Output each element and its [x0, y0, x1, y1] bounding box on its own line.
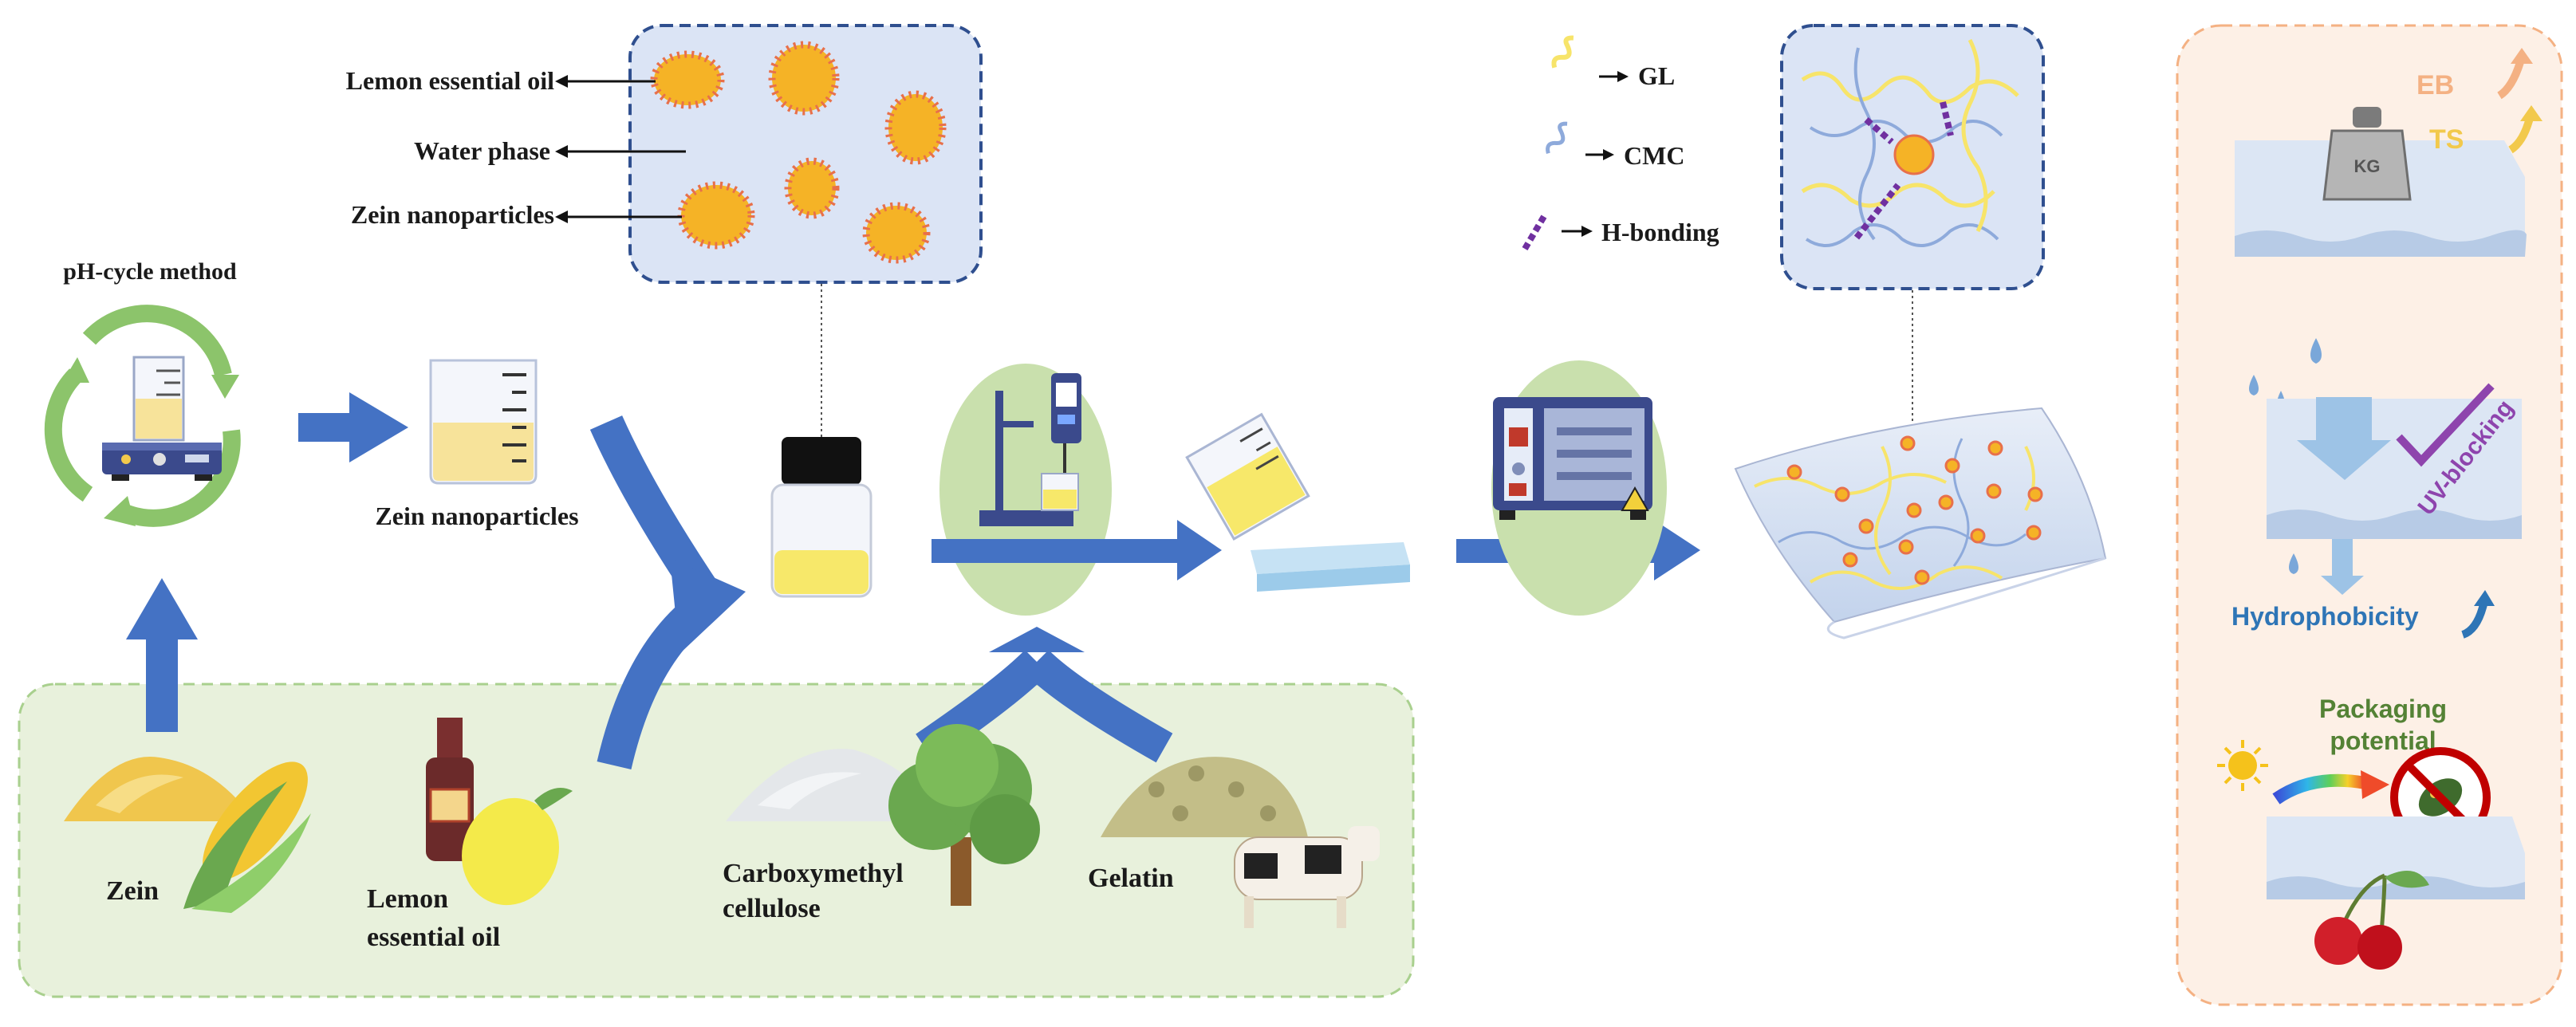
label-zein-nanoparticles: Zein nanoparticles	[351, 200, 554, 229]
gelatin-pile-icon	[1101, 757, 1308, 837]
ph-cycle-label: pH-cycle method	[63, 258, 237, 285]
legend-gl-label: GL	[1638, 61, 1675, 90]
eb-up-arrow-icon	[2497, 48, 2533, 100]
weight-kg-label: KG	[2354, 156, 2381, 176]
oil-droplet	[650, 50, 725, 109]
oil-droplet	[677, 181, 755, 250]
pouring-beaker-icon	[1185, 412, 1310, 541]
petri-dish-icon	[1251, 542, 1410, 592]
arrow-zein-up	[126, 578, 198, 732]
oil-droplet	[862, 202, 931, 264]
arrow-merge-top	[589, 415, 717, 600]
packaging-label-2: potential	[2330, 726, 2436, 755]
weight-icon: KG	[2322, 107, 2412, 201]
packaging-label-1: Packaging	[2319, 695, 2447, 723]
beaker-icon	[429, 359, 538, 485]
legend-gl: GL	[1551, 35, 1675, 90]
cow-icon	[1234, 826, 1380, 928]
legend-hbond: H-bonding	[1522, 211, 1719, 251]
oil-droplet	[768, 41, 840, 116]
barrier-film-icon	[2267, 397, 2522, 595]
emulsion-droplets	[650, 41, 947, 264]
cherry-icon	[2314, 871, 2429, 970]
zein-powder-icon	[64, 757, 255, 821]
label-lemon-essential-oil: Lemon essential oil	[346, 66, 554, 95]
arrow-merge-head	[670, 558, 746, 654]
raw-gelatin-label: Gelatin	[1088, 864, 1174, 893]
uv-rainbow-arrow-icon	[2272, 773, 2367, 805]
film-icon	[1734, 407, 2107, 639]
oven-icon	[1491, 360, 1667, 616]
arrow-to-zein-nanoparticles	[298, 392, 408, 462]
raw-materials-panel	[18, 683, 1415, 998]
oil-droplet	[884, 90, 947, 165]
oil-bottle-icon	[426, 718, 474, 861]
uv-rainbow-arrow-head	[2361, 770, 2389, 799]
ph-cycle-icon	[44, 305, 241, 527]
lemon-icon	[462, 788, 573, 906]
raw-lemon-label-1: Lemon	[367, 884, 448, 914]
zein-nanoparticles-label: Zein nanoparticles	[375, 502, 578, 530]
pointer-arrow	[555, 211, 682, 223]
label-water-phase: Water phase	[414, 136, 550, 165]
hydro-up-arrow-icon	[2461, 590, 2495, 639]
ts-label: TS	[2429, 124, 2464, 155]
legend-cmc-label: CMC	[1624, 141, 1684, 170]
eb-label: EB	[2416, 70, 2454, 100]
raw-cmc-label-1: Carboxymethyl	[723, 859, 904, 888]
packaging-film-icon	[2267, 816, 2525, 899]
pointer-arrow	[555, 75, 656, 88]
pointer-arrow	[555, 145, 686, 158]
raw-zein-label: Zein	[106, 876, 159, 906]
stirrer-icon	[939, 364, 1112, 616]
vial-icon	[770, 437, 872, 598]
raw-lemon-label-2: essential oil	[367, 923, 500, 952]
arrow-to-casting	[932, 520, 1222, 580]
legend-cmc: CMC	[1546, 121, 1684, 170]
ts-up-arrow-icon	[2508, 105, 2543, 154]
film-zoom-panel	[1780, 24, 2045, 290]
sun-icon	[2217, 740, 2268, 791]
raw-cmc-label-2: cellulose	[723, 894, 821, 923]
hydrophobicity-label: Hydrophobicity	[2231, 602, 2419, 631]
tree-icon	[888, 724, 1040, 906]
uv-blocking-check-icon	[2396, 383, 2495, 467]
corn-icon	[183, 761, 311, 913]
oil-droplet	[784, 157, 840, 219]
legend-hbond-label: H-bonding	[1601, 218, 1719, 246]
